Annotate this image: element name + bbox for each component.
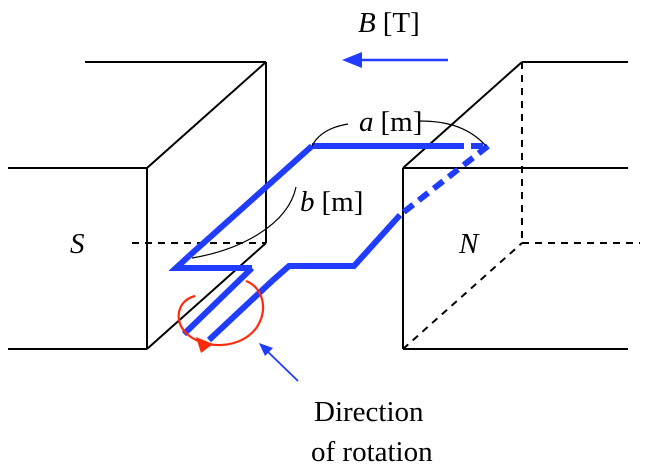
side-a-symbol: a bbox=[359, 106, 374, 138]
field-label: B[T] bbox=[358, 7, 420, 39]
coil-right-side-dashed bbox=[398, 143, 490, 218]
s-magnet-top-diagonal bbox=[146, 61, 267, 169]
rotation-label-line2: of rotation bbox=[311, 436, 433, 468]
s-magnet-bottom-diagonal bbox=[146, 242, 267, 350]
side-b-symbol: b bbox=[300, 186, 315, 218]
coil-lead-right bbox=[206, 278, 275, 343]
coil-left-corner bbox=[168, 253, 252, 271]
side-b-label: b[m] bbox=[300, 186, 363, 218]
a-leader-left bbox=[311, 123, 349, 147]
south-pole-label: S bbox=[70, 228, 85, 260]
coil-front-side-b bbox=[270, 212, 403, 284]
side-b-unit: [m] bbox=[322, 186, 364, 218]
south-magnet bbox=[8, 61, 267, 350]
coil bbox=[168, 143, 490, 343]
field-symbol: B bbox=[358, 7, 376, 39]
rotation-arrow bbox=[177, 279, 265, 353]
side-a-label: a[m] bbox=[359, 106, 422, 138]
field-arrow-head bbox=[342, 52, 362, 68]
a-leader-right bbox=[419, 120, 487, 147]
dimension-leaders bbox=[191, 120, 487, 259]
rotation-pointer-arrow bbox=[259, 343, 299, 382]
rotation-arrow-head bbox=[196, 337, 213, 353]
rotation-label-line1: Direction bbox=[314, 396, 424, 428]
north-magnet bbox=[402, 61, 640, 350]
field-arrow bbox=[342, 52, 448, 68]
side-a-unit: [m] bbox=[381, 106, 423, 138]
field-unit: [T] bbox=[383, 7, 420, 39]
north-pole-label: N bbox=[458, 228, 480, 260]
b-leader bbox=[191, 186, 297, 259]
n-magnet-top-diagonal bbox=[402, 61, 523, 169]
rotation-pointer-head bbox=[259, 343, 273, 356]
rotation-arc bbox=[177, 279, 265, 347]
n-magnet-bottom-diagonal-dashed bbox=[402, 242, 523, 350]
rotation-pointer-shaft bbox=[265, 349, 299, 382]
coil-back-side-b bbox=[187, 143, 314, 259]
coil-lead-left bbox=[181, 265, 255, 337]
